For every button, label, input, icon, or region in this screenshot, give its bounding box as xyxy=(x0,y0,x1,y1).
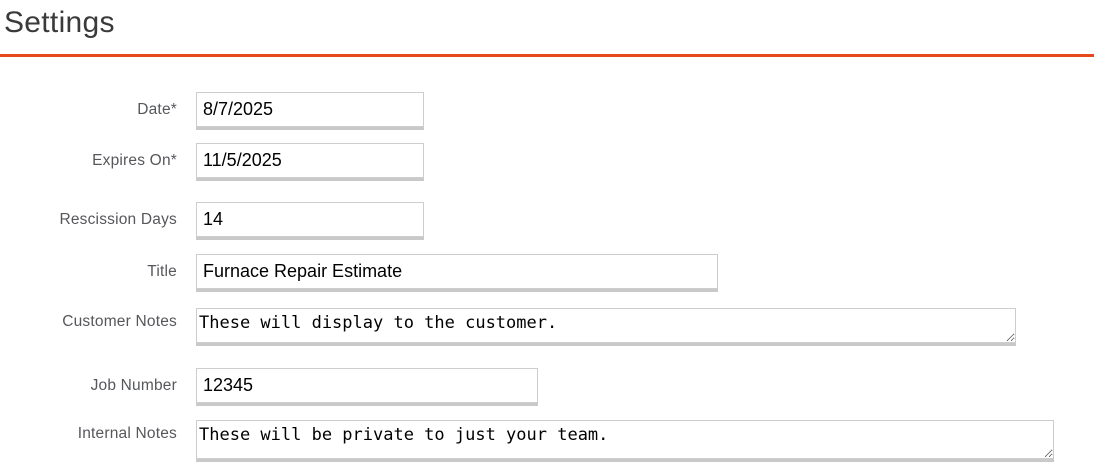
internal-notes-textarea[interactable]: These will be private to just your team. xyxy=(196,419,1054,459)
rescission-days-label: Rescission Days xyxy=(59,210,177,228)
page-title: Settings xyxy=(4,6,115,39)
form-row-rescission-days: Rescission Days xyxy=(0,201,1094,237)
expires-on-label: Expires On* xyxy=(92,151,177,169)
date-label: Date* xyxy=(137,100,177,118)
form-row-customer-notes: Customer Notes These will display to the… xyxy=(0,307,1094,343)
customer-notes-label: Customer Notes xyxy=(62,312,177,330)
settings-form: Date* Expires On* Rescission Days Title … xyxy=(0,91,1094,459)
form-row-internal-notes: Internal Notes These will be private to … xyxy=(0,419,1094,459)
form-row-job-number: Job Number xyxy=(0,367,1094,403)
job-number-field[interactable] xyxy=(196,367,538,403)
form-row-date: Date* xyxy=(0,91,1094,127)
rescission-days-field[interactable] xyxy=(196,201,424,237)
expires-on-field[interactable] xyxy=(196,142,424,178)
date-field[interactable] xyxy=(196,91,424,127)
job-number-label: Job Number xyxy=(90,376,177,394)
form-row-expires-on: Expires On* xyxy=(0,142,1094,178)
customer-notes-textarea[interactable]: These will display to the customer. xyxy=(196,307,1016,343)
internal-notes-label: Internal Notes xyxy=(77,424,177,442)
title-label: Title xyxy=(147,262,177,280)
form-row-title: Title xyxy=(0,253,1094,289)
title-field[interactable] xyxy=(196,253,718,289)
title-underline xyxy=(0,53,1094,57)
